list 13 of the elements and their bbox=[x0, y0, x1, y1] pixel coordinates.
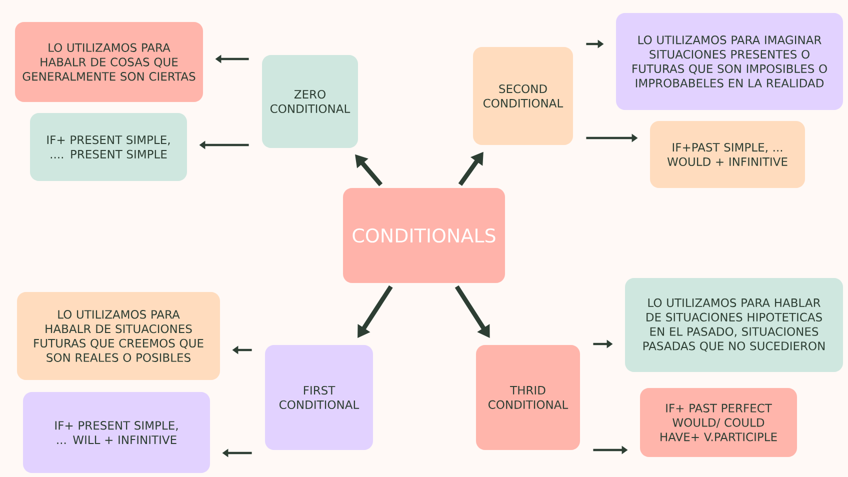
concept-box: ZERO CONDITIONAL bbox=[262, 55, 358, 148]
description-box: LO UTILIZAMOS PARA HABALR DE COSAS QUE GENERALMENTE SON CIERTAS bbox=[15, 22, 203, 102]
topic-box: CONDITIONALS bbox=[343, 188, 505, 283]
description-box: LO UTILIZAMOS PARA IMAGINAR SITUACIONES PRESENTES O FUTURAS QUE SON IMPOSIBLES O IMPROBABELES EN LA REALIDAD bbox=[616, 13, 843, 110]
description-box: LO UTILIZAMOS PARA HABALR DE SITUACIONES FUTURAS QUE CREEMOS QUE SON REALES O POSIBLES bbox=[17, 292, 220, 380]
concept-box: THRID CONDITIONAL bbox=[476, 345, 580, 450]
concept-box: SECOND CONDITIONAL bbox=[473, 47, 573, 145]
formula-box: IF+ PRESENT SIMPLE, .... PRESENT SIMPLE bbox=[30, 113, 187, 181]
description-box: LO UTILIZAMOS PARA HABLAR DE SITUACIONES HIPOTETICAS EN EL PASADO, SITUACIONES PASADAS QUE NO SUCEDIERON bbox=[625, 278, 843, 372]
formula-box: IF+PAST SIMPLE, ... WOULD + INFINITIVE bbox=[650, 121, 805, 188]
concept-box: FIRST CONDITIONAL bbox=[265, 345, 373, 450]
formula-box: IF+ PAST PERFECT WOULD/ COULD HAVE+ V.PARTICIPLE bbox=[640, 388, 797, 457]
formula-box: IF+ PRESENT SIMPLE, ... WILL + INFINITIVE bbox=[23, 392, 210, 473]
